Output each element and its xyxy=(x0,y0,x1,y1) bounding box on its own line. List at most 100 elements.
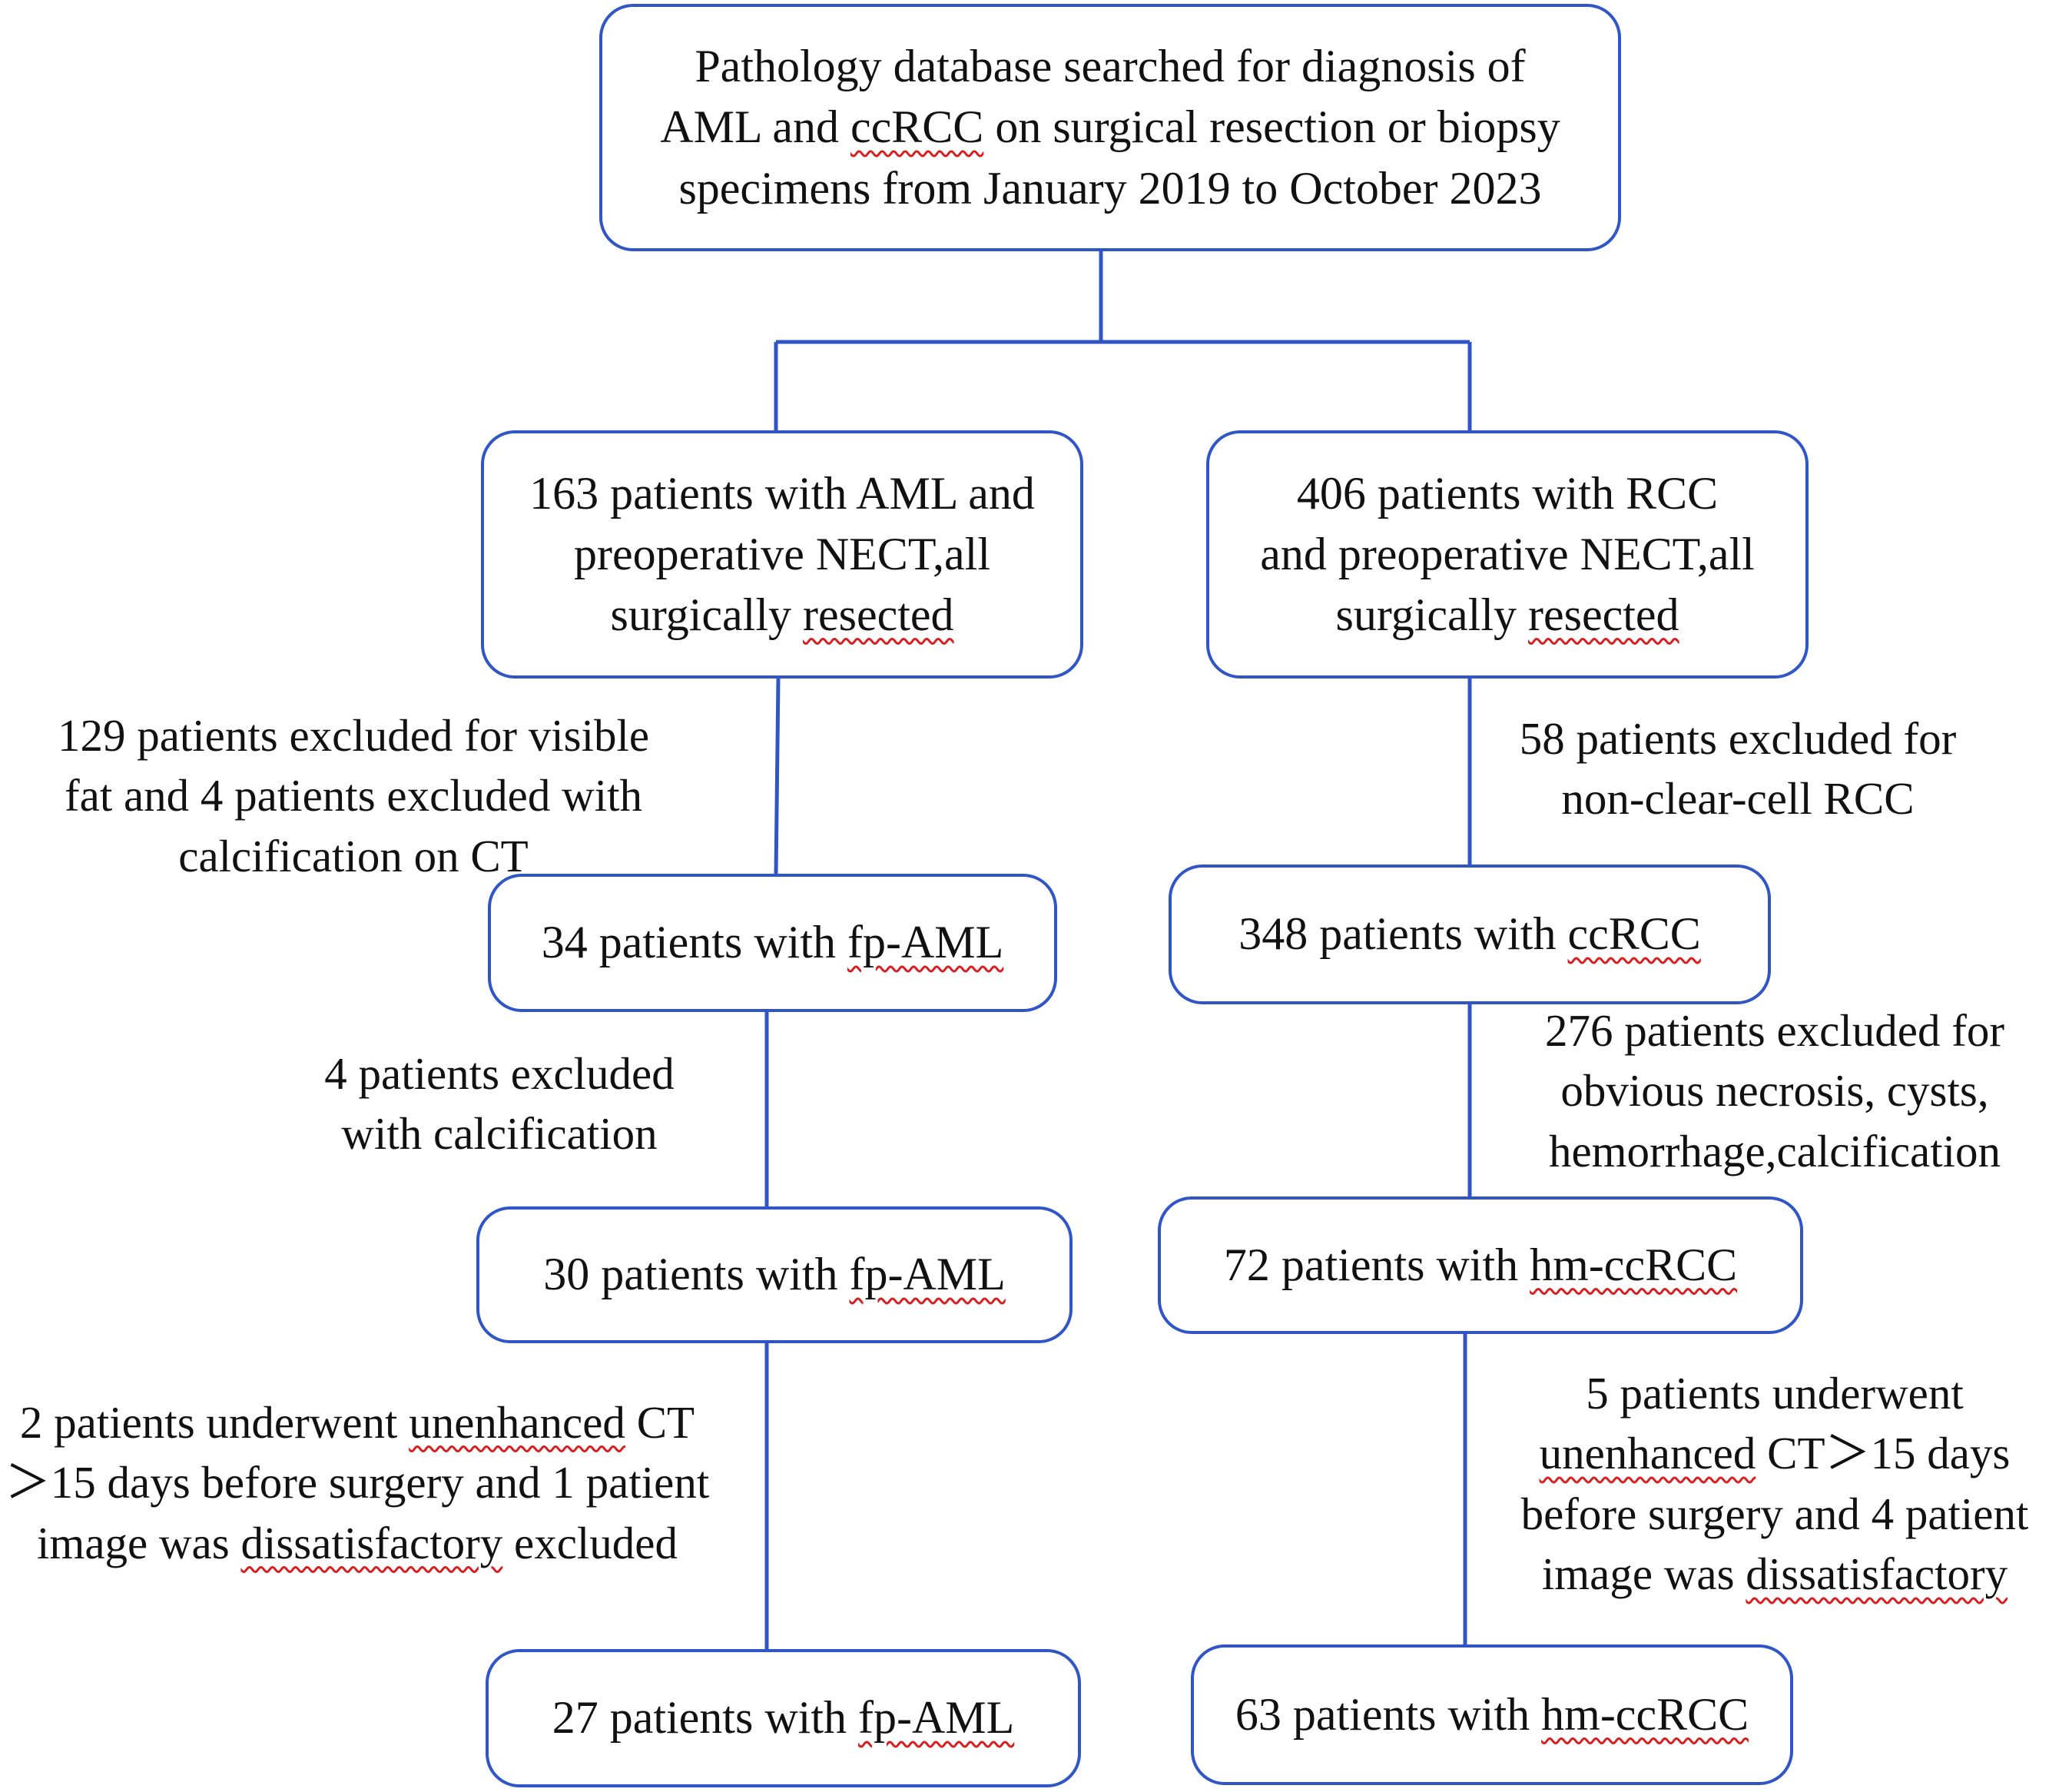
spellcheck-flagged-word: fp-AML xyxy=(858,1692,1015,1744)
box-aml-30-patients: 30 patients with fp-AML xyxy=(476,1206,1073,1343)
exclusion-rcc-necrosis-cysts: 276 patients excluded for obvious necrosi… xyxy=(1460,1001,2049,1181)
text-segment: image was xyxy=(37,1517,241,1568)
text-block: 27 patients with fp-AML xyxy=(552,1687,1015,1748)
text-segment: 276 patients excluded for xyxy=(1544,1005,2004,1056)
text-segment: ＞15 days before surgery and 1 patient xyxy=(5,1457,710,1508)
text-segment: fat and 4 patients excluded with xyxy=(64,770,643,821)
text-segment: preoperative NECT,all xyxy=(574,528,990,579)
text-segment: hemorrhage,calcification xyxy=(1548,1125,2001,1176)
text-line: 34 patients with fp-AML xyxy=(542,912,1004,973)
spellcheck-flagged-word: fp-AML xyxy=(849,1249,1006,1300)
text-segment: with calcification xyxy=(341,1108,658,1160)
box-aml-163-patients: 163 patients with AML and preoperative NE… xyxy=(481,430,1083,679)
connector-aml-163-to-34 xyxy=(774,678,781,874)
text-block: 63 patients with hm-ccRCC xyxy=(1235,1684,1749,1745)
text-line: 348 patients with ccRCC xyxy=(1238,904,1701,964)
text-line: 129 patients excluded for visible xyxy=(15,705,691,765)
text-line: hemorrhage,calcification xyxy=(1460,1121,2049,1181)
text-line: fat and 4 patients excluded with xyxy=(15,765,691,825)
text-line: calcification on CT xyxy=(15,826,691,886)
text-line: 163 patients with AML and xyxy=(529,463,1035,524)
text-segment: Pathology database searched for diagnosi… xyxy=(695,41,1526,92)
text-segment: surgically xyxy=(610,589,803,641)
text-block: 4 patients excluded with calcification xyxy=(230,1044,768,1164)
text-line: specimens from January 2019 to October 2… xyxy=(660,158,1560,219)
text-block: 58 patients excluded for non-clear-cell R… xyxy=(1431,709,2045,829)
text-line: surgically resected xyxy=(529,585,1035,645)
text-line: 2 patients underwent unenhanced CT xyxy=(0,1392,714,1452)
text-line: 27 patients with fp-AML xyxy=(552,1687,1015,1748)
spellcheck-flagged-word: ccRCC xyxy=(850,101,984,153)
spellcheck-flagged-word: ccRCC xyxy=(1567,908,1701,960)
box-aml-27-patients: 27 patients with fp-AML xyxy=(486,1649,1081,1787)
text-segment: 63 patients with xyxy=(1235,1688,1542,1740)
text-segment: 72 patients with xyxy=(1223,1239,1530,1290)
box-rcc-63-patients: 63 patients with hm-ccRCC xyxy=(1191,1644,1793,1785)
text-segment: non-clear-cell RCC xyxy=(1561,773,1915,825)
text-segment: 30 patients with xyxy=(543,1249,850,1300)
text-line: Pathology database searched for diagnosi… xyxy=(660,36,1560,97)
text-line: before surgery and 4 patient xyxy=(1498,1484,2049,1544)
text-line: 58 patients excluded for xyxy=(1431,709,2045,768)
text-line: and preoperative NECT,all xyxy=(1260,524,1755,585)
text-segment: and preoperative NECT,all xyxy=(1260,528,1755,579)
text-segment: 27 patients with xyxy=(552,1692,858,1744)
text-segment: on surgical resection or biopsy xyxy=(983,101,1560,153)
text-line: 5 patients underwent xyxy=(1498,1363,2049,1423)
text-block: 2 patients underwent unenhanced CT＞15 da… xyxy=(0,1392,714,1573)
text-line: preoperative NECT,all xyxy=(529,524,1035,585)
text-segment: 4 patients excluded xyxy=(324,1048,675,1099)
text-block: 34 patients with fp-AML xyxy=(542,912,1004,973)
text-segment: before surgery and 4 patient xyxy=(1520,1488,2029,1539)
text-segment: 2 patients underwent xyxy=(19,1397,409,1448)
text-segment: 58 patients excluded for xyxy=(1519,713,1957,764)
text-line: 30 patients with fp-AML xyxy=(543,1244,1006,1305)
text-segment: 129 patients excluded for visible xyxy=(57,710,650,761)
text-line: 72 patients with hm-ccRCC xyxy=(1224,1235,1737,1296)
text-line: obvious necrosis, cysts, xyxy=(1460,1060,2049,1120)
box-aml-34-patients: 34 patients with fp-AML xyxy=(488,874,1057,1012)
text-line: image was dissatisfactory xyxy=(1498,1544,2049,1604)
text-block: Pathology database searched for diagnosi… xyxy=(660,36,1560,219)
text-line: 63 patients with hm-ccRCC xyxy=(1235,1684,1749,1745)
text-segment: obvious necrosis, cysts, xyxy=(1560,1065,1989,1117)
text-line: image was dissatisfactory excluded xyxy=(0,1513,714,1573)
text-line: AML and ccRCC on surgical resection or b… xyxy=(660,97,1560,158)
spellcheck-flagged-word: fp-AML xyxy=(847,917,1004,968)
text-segment: image was xyxy=(1541,1548,1746,1600)
text-segment: AML and xyxy=(660,101,850,153)
text-segment: 163 patients with AML and xyxy=(529,467,1035,519)
text-segment: 34 patients with xyxy=(541,917,847,968)
spellcheck-flagged-word: dissatisfactory xyxy=(240,1517,503,1568)
box-rcc-72-patients: 72 patients with hm-ccRCC xyxy=(1158,1196,1803,1334)
text-block: 163 patients with AML and preoperative NE… xyxy=(529,463,1035,646)
spellcheck-flagged-word: unenhanced xyxy=(1539,1428,1756,1479)
text-block: 129 patients excluded for visible fat and… xyxy=(15,705,691,886)
text-line: 276 patients excluded for xyxy=(1460,1001,2049,1060)
text-block: 72 patients with hm-ccRCC xyxy=(1224,1235,1737,1296)
text-segment: excluded xyxy=(502,1517,678,1568)
exclusion-aml-visible-fat: 129 patients excluded for visible fat and… xyxy=(15,705,691,886)
spellcheck-flagged-word: unenhanced xyxy=(409,1397,625,1448)
text-segment: CT xyxy=(625,1397,695,1448)
text-segment: CT＞15 days xyxy=(1756,1428,2011,1479)
text-segment: specimens from January 2019 to October 2… xyxy=(678,162,1542,214)
text-line: 4 patients excluded xyxy=(230,1044,768,1103)
text-block: 348 patients with ccRCC xyxy=(1238,904,1701,964)
text-segment: 348 patients with xyxy=(1238,908,1568,960)
exclusion-rcc-non-clear-cell: 58 patients excluded for non-clear-cell R… xyxy=(1431,709,2045,829)
box-rcc-348-patients: 348 patients with ccRCC xyxy=(1169,864,1771,1004)
spellcheck-flagged-word: dissatisfactory xyxy=(1746,1548,2008,1600)
exclusion-aml-calcification: 4 patients excluded with calcification xyxy=(230,1044,768,1164)
text-block: 30 patients with fp-AML xyxy=(543,1244,1006,1305)
text-segment: calcification on CT xyxy=(178,830,529,881)
box-database-search: Pathology database searched for diagnosi… xyxy=(599,4,1621,251)
text-line: non-clear-cell RCC xyxy=(1431,768,2045,828)
text-line: surgically resected xyxy=(1260,585,1755,645)
text-line: 406 patients with RCC xyxy=(1260,463,1755,524)
spellcheck-flagged-word: hm-ccRCC xyxy=(1541,1688,1749,1740)
